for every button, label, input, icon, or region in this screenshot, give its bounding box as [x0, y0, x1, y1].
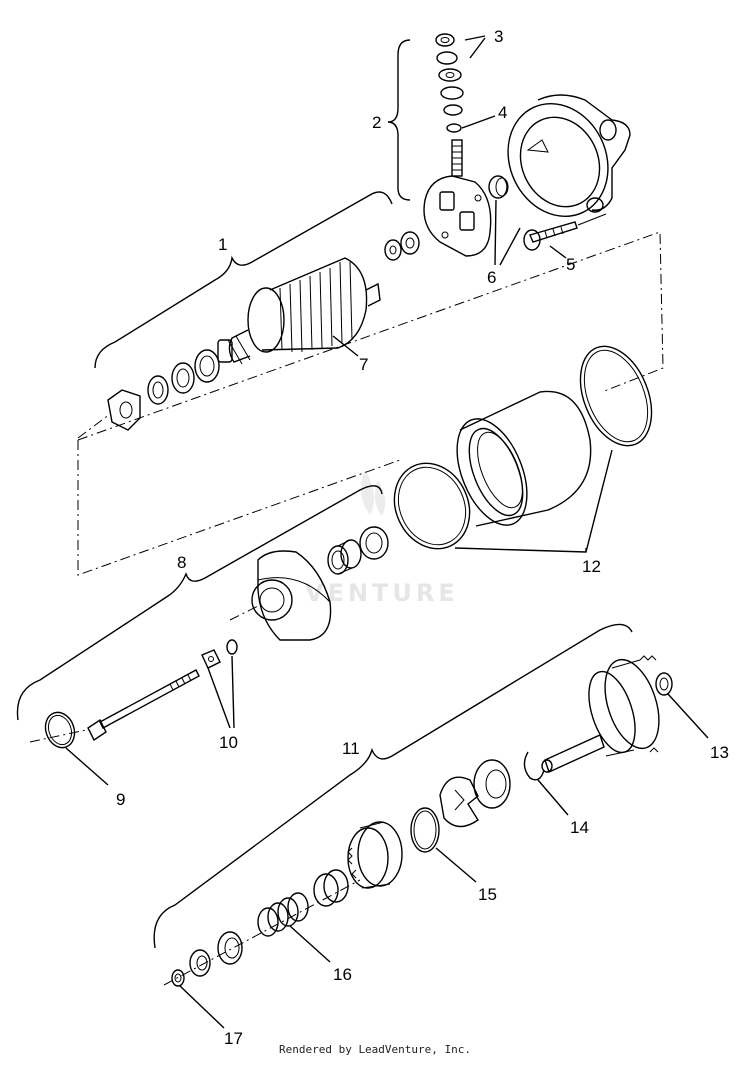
callout-1: 1 — [218, 235, 227, 254]
leader-14 — [537, 779, 569, 816]
bracket-1 — [94, 191, 393, 369]
housing-axis — [229, 605, 259, 621]
assembly-outline — [77, 231, 664, 576]
leader-7 — [332, 335, 359, 357]
callout-12: 12 — [582, 557, 601, 576]
leader-4 — [461, 115, 496, 129]
drive-end-housing — [251, 550, 332, 641]
callout-14: 14 — [570, 818, 589, 837]
collar — [313, 869, 349, 907]
bolt-axis — [577, 213, 607, 226]
washer-10 — [201, 649, 221, 669]
leader-10 — [207, 655, 235, 729]
callout-11: 11 — [342, 739, 360, 758]
leader-16 — [289, 925, 331, 963]
callout-3: 3 — [494, 27, 503, 46]
callout-9: 9 — [116, 790, 125, 809]
through-bolt — [87, 669, 200, 742]
bushing — [488, 175, 509, 199]
o-ring-10 — [226, 639, 238, 655]
callout-5: 5 — [566, 255, 575, 274]
brush-plate — [423, 175, 492, 257]
leader-15 — [435, 847, 477, 883]
leader-13 — [667, 693, 709, 739]
leader-12 — [454, 449, 613, 553]
yoke-o-ring-upper — [579, 345, 653, 447]
commutator-end-housing — [507, 94, 631, 218]
callout-6: 6 — [487, 268, 496, 287]
clutch-ring — [410, 807, 440, 853]
leader-9 — [65, 747, 109, 786]
planet-gear-shaft — [541, 655, 660, 773]
leader-6 — [494, 199, 521, 266]
mounting-bolt — [523, 221, 578, 251]
nut-washer-stack — [435, 33, 464, 133]
bracket-2 — [387, 39, 411, 201]
o-ring-9 — [44, 711, 76, 749]
seal-ring — [359, 526, 389, 560]
stop-washer — [473, 759, 511, 809]
callout-10: 10 — [219, 733, 238, 752]
leader-17 — [179, 985, 225, 1029]
needle-bearing — [327, 539, 362, 575]
retainer-clip — [439, 776, 479, 828]
callout-17: 17 — [224, 1029, 243, 1048]
gear-washer — [655, 672, 673, 696]
thrust-washers — [147, 349, 220, 405]
pinion-gear — [347, 821, 403, 889]
armature-washers — [384, 231, 420, 261]
pinion-axis — [163, 879, 361, 986]
watermark-text: VENTURE — [305, 579, 459, 607]
leader-5 — [549, 245, 567, 259]
bracket-11 — [153, 623, 633, 949]
ring-axis — [29, 729, 87, 743]
callout-2: 2 — [372, 113, 381, 132]
bracket-8 — [16, 485, 383, 721]
terminal-stud — [451, 139, 463, 177]
callout-15: 15 — [478, 885, 497, 904]
callout-7: 7 — [359, 355, 368, 374]
callout-13: 13 — [710, 743, 729, 762]
armature-axis — [77, 413, 111, 439]
callout-8: 8 — [177, 553, 186, 572]
snap-ring — [523, 751, 545, 781]
callout-16: 16 — [333, 965, 352, 984]
leader-3 — [464, 35, 486, 59]
lock-plate — [107, 389, 141, 431]
footer-credit: Rendered by LeadVenture, Inc. — [278, 1043, 472, 1056]
yoke-housing — [456, 390, 592, 527]
watermark: VENTURE — [305, 470, 459, 607]
armature — [217, 257, 381, 365]
end-washer — [171, 969, 185, 987]
clutch-spring — [189, 892, 309, 977]
yoke-o-ring-lower — [393, 462, 471, 550]
callout-4: 4 — [498, 103, 507, 122]
